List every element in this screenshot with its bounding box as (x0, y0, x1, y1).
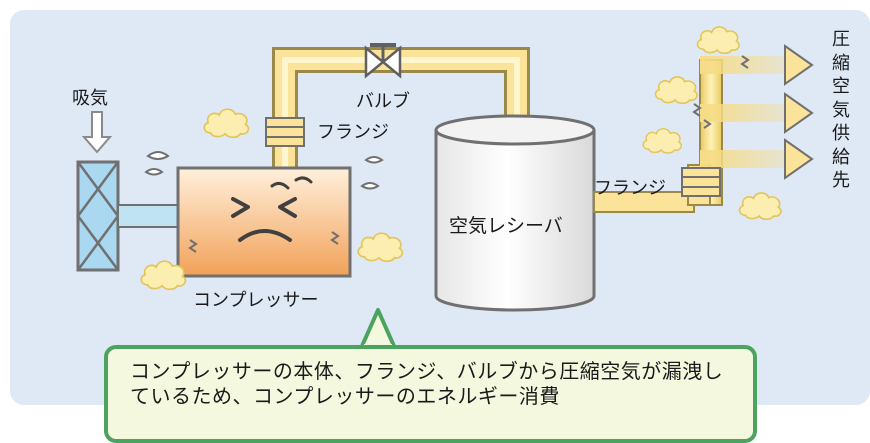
air-receiver-tank (434, 114, 596, 312)
valve-label: バルブ (356, 91, 410, 112)
intake-arrow (81, 111, 113, 154)
flange-right-label: フランジ (594, 178, 666, 199)
intake-filter (76, 160, 120, 272)
callout-box: コンプレッサーの本体、フランジ、バルブから圧縮空気が漏洩しているため、コンプレッ… (104, 345, 757, 443)
leak-marks (692, 55, 750, 129)
receiver-label: 空気レシーバ (449, 215, 563, 237)
callout-text: コンプレッサーの本体、フランジ、バルブから圧縮空気が漏洩しているため、コンプレッ… (130, 359, 724, 408)
sweat-drops-icon (144, 151, 384, 190)
intake-pipe (117, 204, 179, 228)
callout-pointer (360, 308, 396, 346)
flange-left-label: フランジ (317, 122, 389, 143)
flange-right-icon (681, 167, 721, 197)
intake-label: 吸気 (72, 88, 108, 109)
diagram-canvas (10, 10, 870, 405)
destination-label: 圧縮空気供給先 (832, 29, 850, 191)
valve-icon (364, 43, 402, 79)
flange-left-icon (265, 117, 305, 147)
compressor-label: コンプレッサー (193, 290, 319, 311)
compressor (176, 166, 352, 278)
supply-arrows-icon (784, 44, 814, 180)
